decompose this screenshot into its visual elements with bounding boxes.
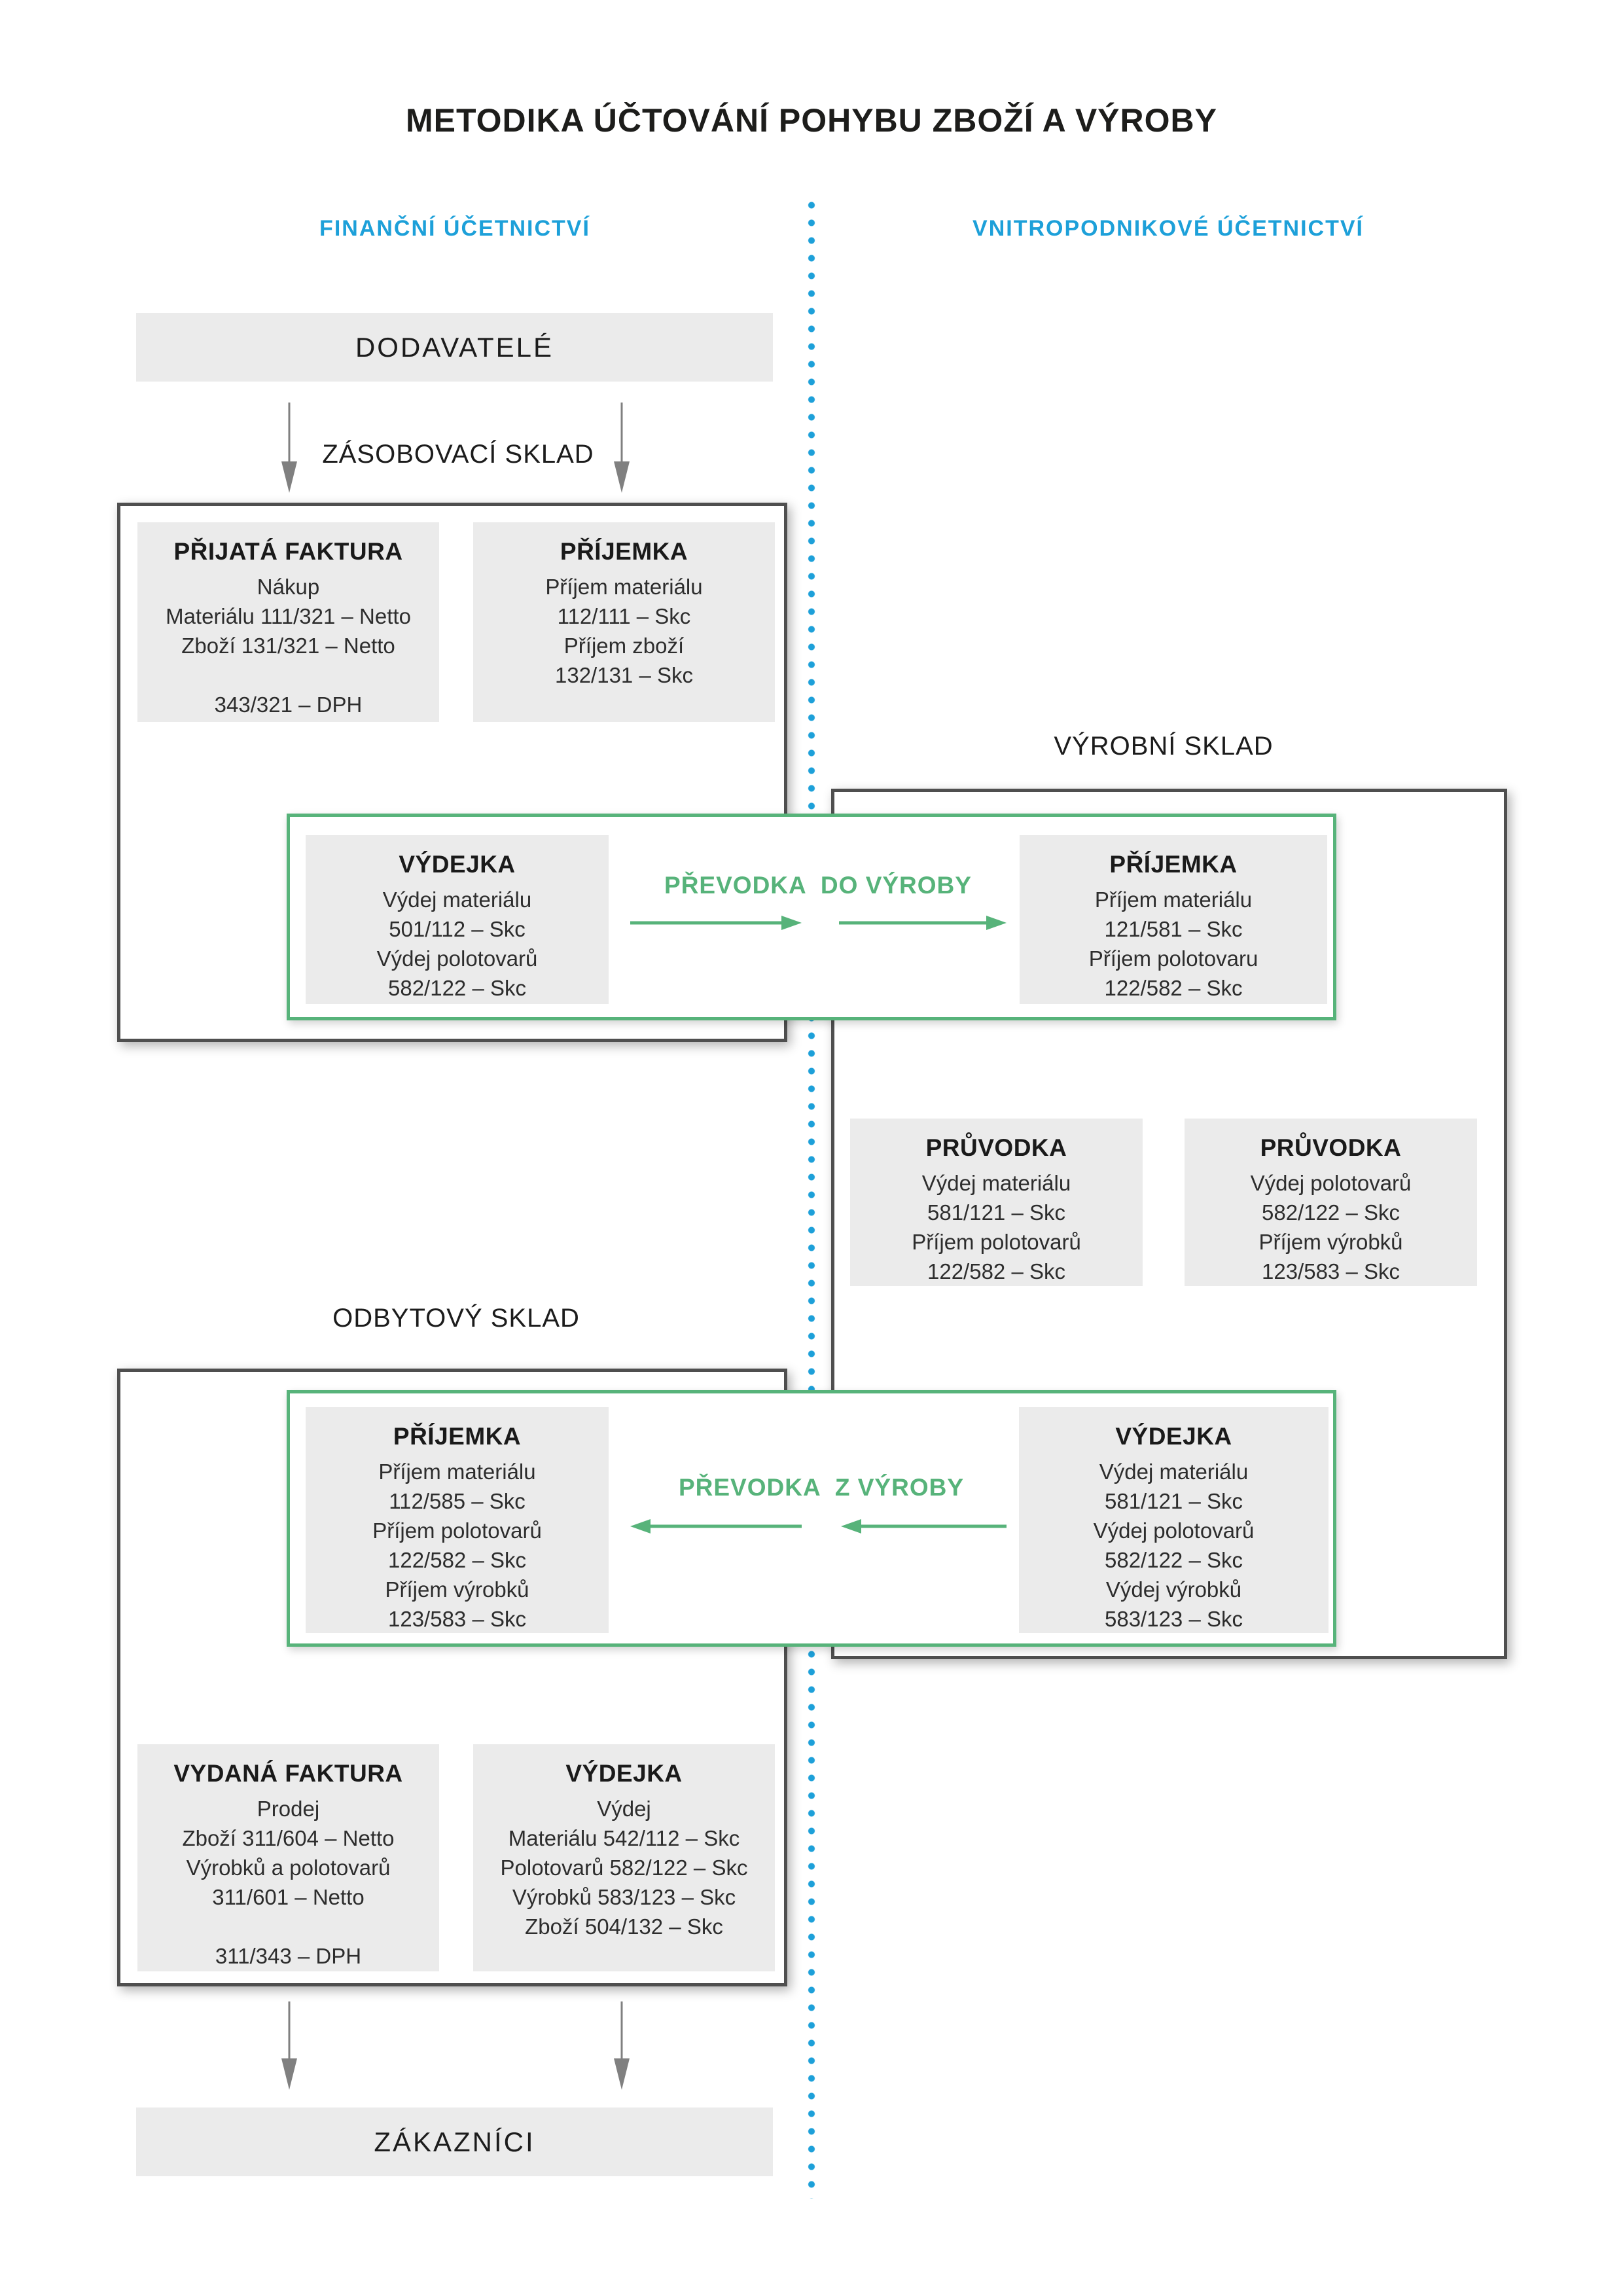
card-body: Příjem materiálu 121/581 – Skc Příjem po…	[1088, 888, 1258, 1000]
card-vydejka-zasobovaci: VÝDEJKA Výdej materiálu 501/112 – Skc Vý…	[306, 835, 609, 1004]
card-prijata-faktura: PŘIJATÁ FAKTURA Nákup Materiálu 111/321 …	[137, 522, 439, 722]
card-prijemka-odbytovy: PŘÍJEMKA Příjem materiálu 112/585 – Skc …	[306, 1407, 609, 1633]
arrow-head-down-icon	[281, 461, 297, 493]
page-title: METODIKA ÚČTOVÁNÍ POHYBU ZBOŽÍ A VÝROBY	[405, 102, 1217, 139]
node-zakaznici: ZÁKAZNÍCI	[136, 2108, 773, 2176]
card-prijemka-vyrobni: PŘÍJEMKA Příjem materiálu 121/581 – Skc …	[1020, 835, 1327, 1004]
column-divider-dotted-line	[808, 196, 815, 2199]
arrow-shaft	[649, 1524, 802, 1528]
card-pruvodka-materialu: PRŮVODKA Výdej materiálu 581/121 – Skc P…	[850, 1119, 1143, 1286]
node-zakaznici-label: ZÁKAZNÍCI	[374, 2126, 535, 2157]
label-prevodka-do-vyroby: PŘEVODKA DO VÝROBY	[664, 872, 972, 899]
card-vydana-faktura: VYDANÁ FAKTURA Prodej Zboží 311/604 – Ne…	[137, 1744, 439, 1971]
card-title: PŘÍJEMKA	[393, 1423, 522, 1450]
card-body: Nákup Materiálu 111/321 – Netto Zboží 13…	[166, 575, 411, 717]
label-vyrobni-sklad: VÝROBNÍ SKLAD	[1054, 732, 1274, 761]
arrow-down-dodavatele-left	[280, 403, 298, 493]
arrow-head-down-icon	[281, 2058, 297, 2090]
arrow-shaft	[288, 403, 291, 463]
card-body: Výdej materiálu 581/121 – Skc Výdej polo…	[1093, 1460, 1255, 1631]
card-prijemka-zasobovaci: PŘÍJEMKA Příjem materiálu 112/111 – Skc …	[473, 522, 775, 722]
card-title: PRŮVODKA	[1260, 1134, 1402, 1161]
card-body: Prodej Zboží 311/604 – Netto Výrobků a p…	[182, 1797, 395, 1968]
card-pruvodka-polotovaru: PRŮVODKA Výdej polotovarů 582/122 – Skc …	[1185, 1119, 1477, 1286]
card-body: Výdej polotovarů 582/122 – Skc Příjem vý…	[1250, 1171, 1412, 1283]
arrow-down-zakaznici-left	[280, 2001, 298, 2090]
card-title: VÝDEJKA	[399, 851, 516, 878]
card-title: PRŮVODKA	[925, 1134, 1067, 1161]
card-title: PŘIJATÁ FAKTURA	[173, 538, 403, 565]
arrow-left-z-vyroby-left	[630, 1513, 802, 1539]
arrow-head-right-icon	[986, 916, 1007, 930]
arrow-left-z-vyroby-right	[841, 1513, 1007, 1539]
arrow-head-left-icon	[841, 1519, 861, 1534]
arrow-down-zakaznici-right	[613, 2001, 631, 2090]
arrow-down-dodavatele-right	[613, 403, 631, 493]
card-title: VÝDEJKA	[565, 1760, 683, 1787]
card-vydejka-vyrobni: VÝDEJKA Výdej materiálu 581/121 – Skc Vý…	[1019, 1407, 1329, 1633]
arrow-shaft	[630, 921, 783, 925]
arrow-shaft	[620, 403, 623, 463]
arrow-shaft	[288, 2001, 291, 2060]
card-body: Výdej Materiálu 542/112 – Skc Polotovarů…	[500, 1797, 748, 1939]
arrow-shaft	[860, 1524, 1007, 1528]
card-title: PŘÍJEMKA	[560, 538, 688, 565]
card-title: VÝDEJKA	[1115, 1423, 1232, 1450]
arrow-right-do-vyroby-right	[839, 910, 1007, 936]
node-dodavatele: DODAVATELÉ	[136, 313, 773, 382]
arrow-head-left-icon	[630, 1519, 651, 1534]
card-body: Výdej materiálu 581/121 – Skc Příjem pol…	[912, 1171, 1081, 1283]
card-vydejka-odbytovy: VÝDEJKA Výdej Materiálu 542/112 – Skc Po…	[473, 1744, 775, 1971]
card-title: PŘÍJEMKA	[1109, 851, 1238, 878]
arrow-head-down-icon	[614, 2058, 630, 2090]
arrow-shaft	[620, 2001, 623, 2060]
arrow-shaft	[839, 921, 988, 925]
node-dodavatele-label: DODAVATELÉ	[355, 331, 554, 363]
card-body: Příjem materiálu 112/111 – Skc Příjem zb…	[545, 575, 703, 687]
arrow-head-right-icon	[781, 916, 802, 930]
card-body: Výdej materiálu 501/112 – Skc Výdej polo…	[376, 888, 538, 1000]
column-header-financni-ucetnictvi: FINANČNÍ ÚČETNICTVÍ	[319, 216, 590, 241]
label-zasobovaci-sklad: ZÁSOBOVACÍ SKLAD	[322, 440, 594, 469]
label-prevodka-z-vyroby: PŘEVODKA Z VÝROBY	[678, 1474, 965, 1501]
label-odbytovy-sklad: ODBYTOVÝ SKLAD	[332, 1304, 580, 1333]
card-body: Příjem materiálu 112/585 – Skc Příjem po…	[372, 1460, 542, 1631]
arrow-head-down-icon	[614, 461, 630, 493]
column-header-vnitropodnikove-ucetnictvi: VNITROPODNIKOVÉ ÚČETNICTVÍ	[972, 216, 1364, 241]
arrow-right-do-vyroby-left	[630, 910, 802, 936]
card-title: VYDANÁ FAKTURA	[173, 1760, 403, 1787]
